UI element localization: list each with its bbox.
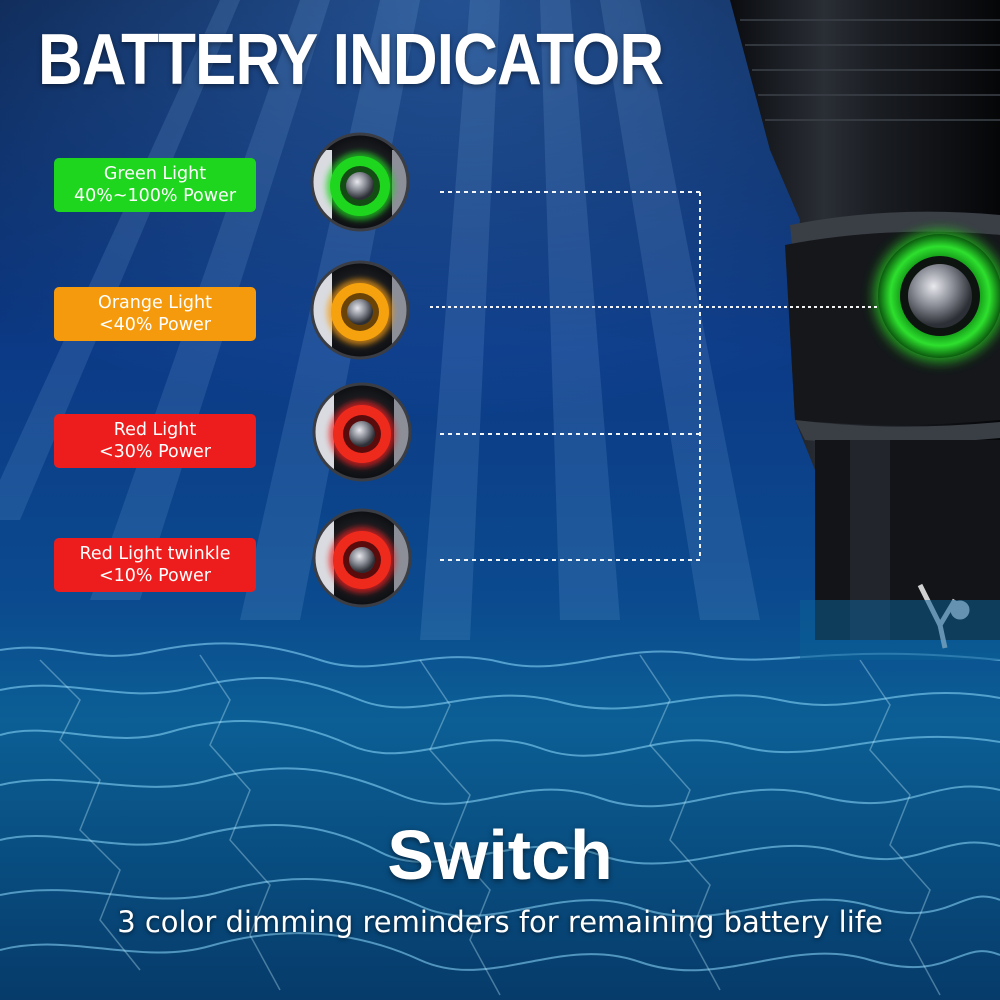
indicator-thumb-green (310, 132, 410, 232)
label-red-light-name: Red Light (113, 420, 197, 440)
label-red-light-twinkle: Red Light twinkle <10% Power (54, 538, 256, 592)
page-title: BATTERY INDICATOR (38, 20, 664, 100)
label-orange-light-power: <40% Power (98, 315, 212, 335)
label-red-twinkle-power: <10% Power (98, 566, 212, 586)
label-green-light-name: Green Light (103, 164, 207, 184)
switch-description: 3 color dimming reminders for remaining … (117, 905, 883, 939)
indicator-thumb-red-twinkle (312, 508, 412, 608)
label-green-light: Green Light 40%~100% Power (54, 158, 256, 212)
indicator-thumb-orange (310, 260, 410, 360)
label-green-light-power: 40%~100% Power (73, 186, 237, 206)
flashlight (730, 0, 1000, 660)
switch-heading: Switch (387, 816, 613, 894)
label-orange-light-name: Orange Light (98, 293, 212, 313)
seabed-caustics-fine (39, 654, 941, 996)
label-red-light: Red Light <30% Power (54, 414, 256, 468)
label-red-light-power: <30% Power (98, 442, 212, 462)
label-red-twinkle-name: Red Light twinkle (79, 544, 231, 564)
label-orange-light: Orange Light <40% Power (54, 287, 256, 341)
indicator-thumb-red (312, 382, 412, 482)
seabed-caustics (0, 642, 1000, 972)
connector-lines (430, 191, 880, 561)
